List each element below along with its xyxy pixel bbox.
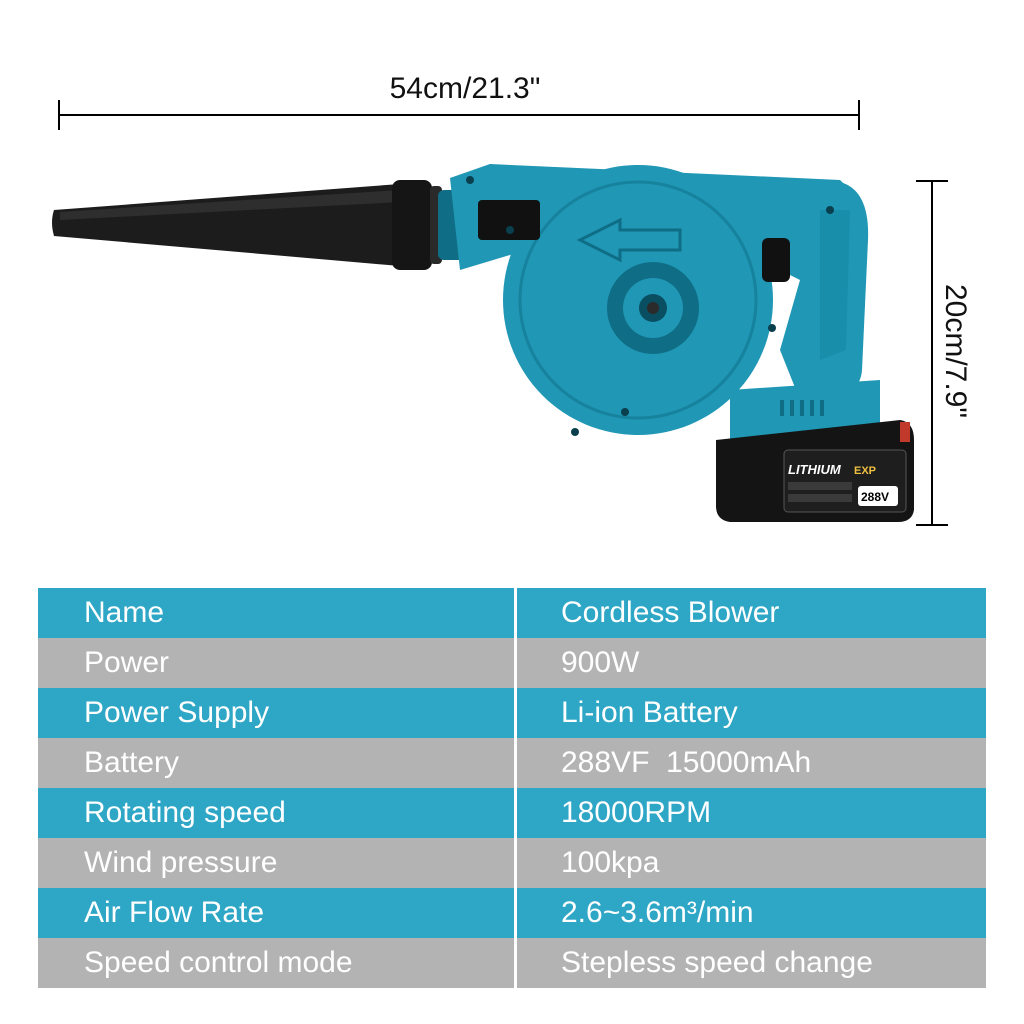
spec-value: 288VF 15000mAh [515, 738, 986, 788]
height-dimension-label: 20cm/7.9" [939, 283, 972, 419]
spec-value: Cordless Blower [515, 588, 986, 638]
spec-key: Wind pressure [38, 838, 517, 888]
dimension-rule [931, 180, 933, 526]
spec-value: 18000RPM [515, 788, 986, 838]
spec-key: Speed control mode [38, 938, 517, 988]
spec-row-battery: Battery 288VF 15000mAh [38, 738, 986, 788]
spec-value: 900W [515, 638, 986, 688]
length-dimension-label: 54cm/21.3" [389, 72, 541, 105]
spec-row-air-flow-rate: Air Flow Rate 2.6~3.6m³/min [38, 888, 986, 938]
spec-value: 2.6~3.6m³/min [515, 888, 986, 938]
spec-value: Li-ion Battery [515, 688, 986, 738]
spec-key: Air Flow Rate [38, 888, 517, 938]
spec-row-power-supply: Power Supply Li-ion Battery [38, 688, 986, 738]
spec-row-wind-pressure: Wind pressure 100kpa [38, 838, 986, 888]
spec-table: Name Cordless Blower Power 900W Power Su… [38, 588, 986, 988]
spec-key: Power Supply [38, 688, 517, 738]
length-dimension-line [58, 100, 860, 134]
spec-row-rotating-speed: Rotating speed 18000RPM [38, 788, 986, 838]
dimension-tick [858, 100, 860, 130]
battery-logo-text: EXP [854, 465, 876, 477]
dimension-tick [916, 524, 948, 526]
battery-voltage-label: 288V [861, 490, 889, 504]
grip-pad [478, 200, 540, 240]
nozzle-collar [392, 180, 432, 270]
height-dimension-line [916, 180, 950, 526]
spec-row-speed-control-mode: Speed control mode Stepless speed change [38, 938, 986, 988]
cordless-blower-image: LITHIUM EXP 288V [52, 164, 914, 522]
trigger-button [762, 238, 790, 282]
spec-value: 100kpa [515, 838, 986, 888]
spec-key: Name [38, 588, 517, 638]
dimension-rule [58, 114, 860, 116]
spec-value: Stepless speed change [515, 938, 986, 988]
spec-row-power: Power 900W [38, 638, 986, 688]
spec-key: Battery [38, 738, 517, 788]
battery-brand-label: LITHIUM [788, 462, 842, 477]
spec-key: Power [38, 638, 517, 688]
spec-row-name: Name Cordless Blower [38, 588, 986, 638]
spec-key: Rotating speed [38, 788, 517, 838]
